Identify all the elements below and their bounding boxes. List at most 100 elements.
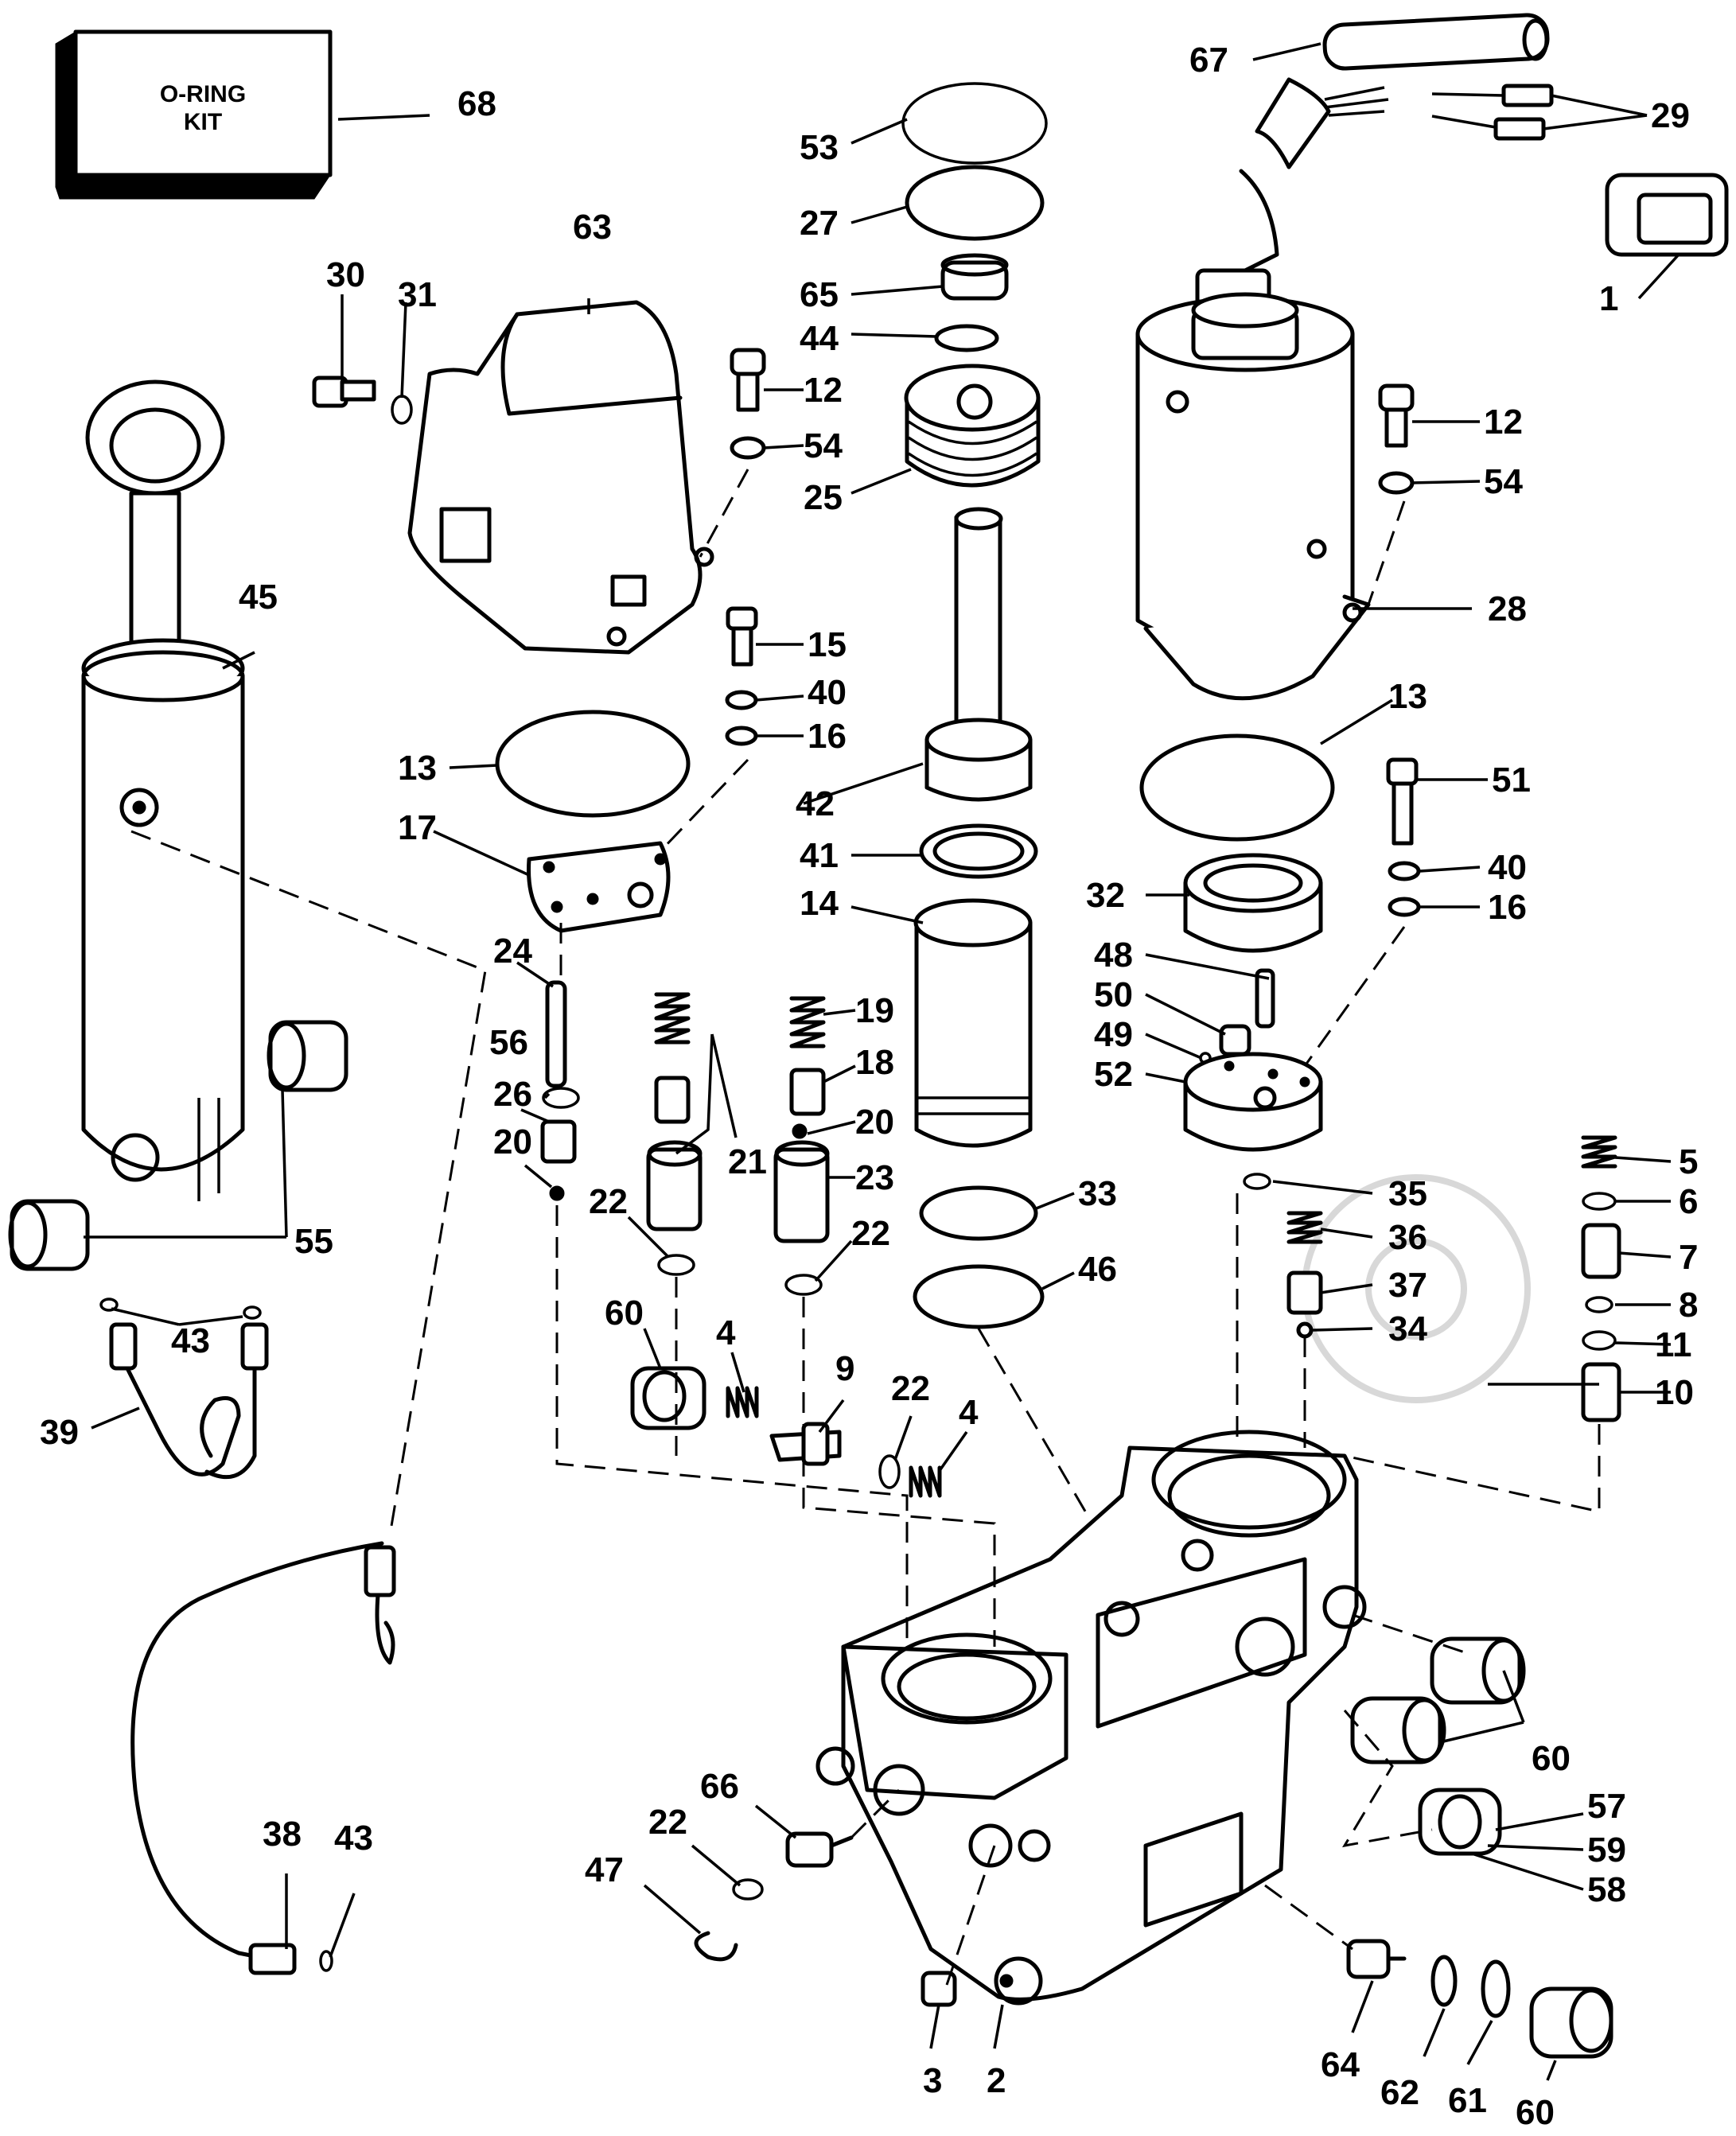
callout-25: 25 xyxy=(804,478,843,517)
screws-and-washers xyxy=(725,348,1421,917)
callout-54-right: 54 xyxy=(1484,462,1523,501)
callout-60-bottom: 60 xyxy=(1516,2093,1555,2132)
callout-6: 6 xyxy=(1679,1182,1698,1221)
callout-40-left: 40 xyxy=(808,673,847,712)
callout-17: 17 xyxy=(398,808,437,847)
callout-22-left: 22 xyxy=(589,1182,628,1221)
callout-5: 5 xyxy=(1679,1142,1698,1181)
callout-8: 8 xyxy=(1679,1286,1698,1325)
callout-31: 31 xyxy=(398,275,437,314)
callout-14: 14 xyxy=(800,884,839,923)
callout-9: 9 xyxy=(835,1349,854,1388)
center-ram-stack xyxy=(901,82,1048,1329)
callout-55: 55 xyxy=(294,1222,333,1261)
callout-52: 52 xyxy=(1094,1055,1133,1094)
callout-47: 47 xyxy=(585,1850,624,1889)
callout-15: 15 xyxy=(808,625,847,664)
valve-bodies xyxy=(646,1140,830,1296)
motor-cover-63 xyxy=(407,300,714,655)
long-tube-38 xyxy=(130,1541,396,1975)
callout-57: 57 xyxy=(1587,1787,1626,1826)
oring-13-left xyxy=(495,710,691,818)
callout-24: 24 xyxy=(493,932,532,971)
callout-53: 53 xyxy=(800,128,839,167)
callout-13-right: 13 xyxy=(1388,677,1427,716)
callout-20-right: 20 xyxy=(855,1103,894,1142)
callout-36: 36 xyxy=(1388,1218,1427,1257)
plate-17 xyxy=(527,841,671,933)
bushing-pair xyxy=(8,1020,348,1271)
wiring-harness xyxy=(1255,13,1729,257)
callout-56: 56 xyxy=(489,1023,528,1062)
alignment-lines xyxy=(130,469,1601,1986)
callout-66: 66 xyxy=(700,1767,739,1806)
callout-3: 3 xyxy=(923,2061,942,2100)
callout-51: 51 xyxy=(1492,761,1531,800)
callout-34: 34 xyxy=(1388,1309,1427,1348)
callout-12-right: 12 xyxy=(1484,403,1523,442)
callout-62: 62 xyxy=(1380,2073,1419,2112)
callout-68: 68 xyxy=(457,84,496,123)
kit-label-line2: KIT xyxy=(184,109,222,135)
callout-60-right-top: 60 xyxy=(1532,1739,1571,1778)
callout-39: 39 xyxy=(40,1413,79,1452)
callout-50: 50 xyxy=(1094,975,1133,1014)
callout-35: 35 xyxy=(1388,1174,1427,1213)
callout-29: 29 xyxy=(1651,96,1690,135)
callout-4-right: 4 xyxy=(959,1393,979,1432)
callout-67: 67 xyxy=(1189,41,1228,80)
callout-23: 23 xyxy=(855,1158,894,1197)
callout-61: 61 xyxy=(1448,2081,1487,2120)
callout-65: 65 xyxy=(800,275,839,314)
screw-30 xyxy=(312,375,413,425)
leader-lines xyxy=(84,42,1680,2081)
callout-45: 45 xyxy=(239,578,278,617)
callout-27: 27 xyxy=(800,204,839,243)
callout-59: 59 xyxy=(1587,1831,1626,1869)
callout-4-left: 4 xyxy=(716,1313,736,1352)
callout-54-left: 54 xyxy=(804,426,843,465)
callout-63: 63 xyxy=(573,208,612,247)
horizontal-valve-row xyxy=(630,1366,942,1498)
callout-20-left: 20 xyxy=(493,1122,532,1161)
kit-label-line1: O-RING xyxy=(160,81,246,107)
callout-37: 37 xyxy=(1388,1266,1427,1305)
callout-30: 30 xyxy=(326,255,365,294)
callout-11: 11 xyxy=(1655,1325,1692,1364)
left-small-fittings xyxy=(694,1831,854,1962)
callout-22-right: 22 xyxy=(891,1369,930,1408)
callout-28: 28 xyxy=(1488,589,1527,628)
callout-58: 58 xyxy=(1587,1870,1626,1909)
callout-43-top: 43 xyxy=(171,1321,210,1360)
callout-43-bottom: 43 xyxy=(334,1819,373,1858)
callout-12-left: 12 xyxy=(804,371,843,410)
pump-housing xyxy=(815,1430,1367,2007)
callout-7: 7 xyxy=(1679,1238,1698,1277)
callout-42: 42 xyxy=(796,784,835,823)
callout-1: 1 xyxy=(1599,279,1618,318)
reservoir-cap-52 xyxy=(1183,853,1323,1339)
callout-48: 48 xyxy=(1094,936,1133,975)
callout-49: 49 xyxy=(1094,1015,1133,1054)
callout-10: 10 xyxy=(1655,1373,1694,1412)
callout-13-left: 13 xyxy=(398,749,437,788)
callout-64: 64 xyxy=(1321,2045,1360,2084)
callout-21: 21 xyxy=(728,1142,767,1181)
small-tube-39 xyxy=(99,1298,269,1480)
callout-16-right: 16 xyxy=(1488,888,1527,927)
callout-16-left: 16 xyxy=(808,717,847,756)
callout-60-left: 60 xyxy=(605,1294,644,1333)
callout-44: 44 xyxy=(800,319,839,358)
callout-41: 41 xyxy=(800,836,839,875)
callout-38: 38 xyxy=(263,1815,302,1854)
callout-40-right: 40 xyxy=(1488,848,1527,887)
right-plugs xyxy=(1346,1636,1613,2059)
valve-stack-left xyxy=(540,980,580,1201)
callout-46: 46 xyxy=(1078,1250,1117,1289)
spring-group-21 xyxy=(654,992,826,1139)
callout-22-mid: 22 xyxy=(851,1214,890,1253)
callout-33: 33 xyxy=(1078,1174,1117,1213)
callout-22-bottom: 22 xyxy=(648,1803,687,1842)
callout-32: 32 xyxy=(1086,876,1125,915)
